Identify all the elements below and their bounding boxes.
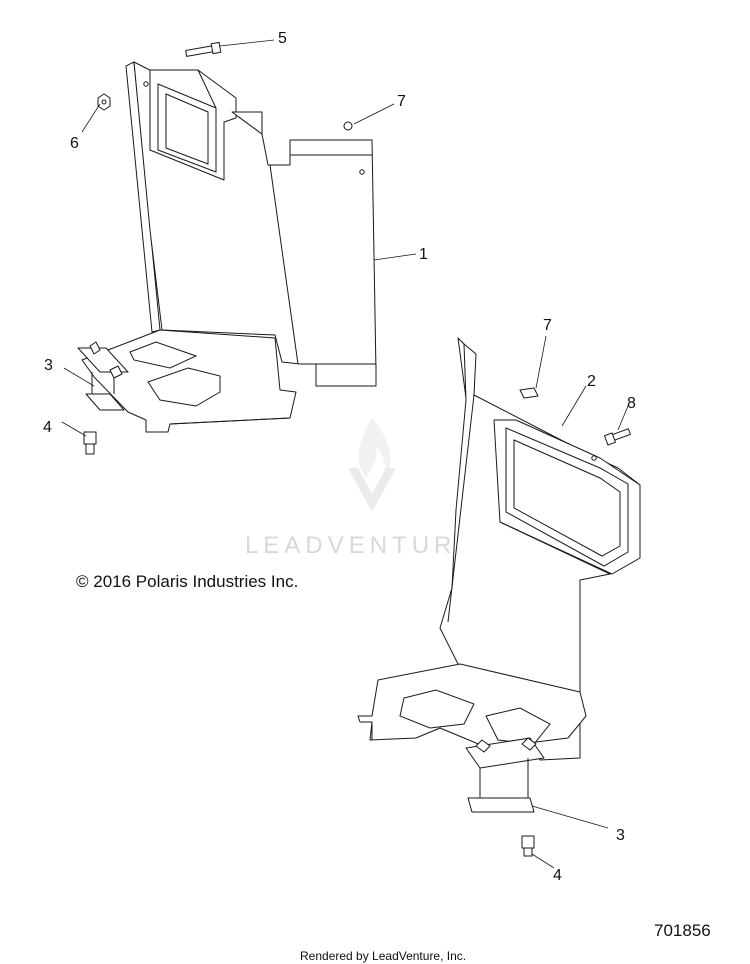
part-6-nut — [97, 93, 111, 111]
part-4-bolt-upper — [83, 341, 123, 455]
part-5-bolt — [185, 41, 222, 57]
flame-v-logo-icon — [348, 418, 396, 512]
watermark-text: LEADVENTURE — [245, 532, 477, 559]
footer-text: Rendered by LeadVenture, Inc. — [300, 949, 466, 963]
part-7-clip-lower — [519, 387, 539, 399]
callout-7-lower: 7 — [543, 317, 552, 334]
copyright-text: © 2016 Polaris Industries Inc. — [76, 572, 298, 591]
part-3-bracket-lower — [465, 737, 545, 813]
part-1-shield — [81, 61, 377, 433]
leader-lines — [61, 39, 629, 869]
callout-2: 2 — [587, 373, 596, 390]
callout-7-upper: 7 — [397, 93, 406, 110]
part-2-shield — [357, 337, 641, 761]
callout-4-upper: 4 — [43, 419, 52, 436]
part-8-screw — [604, 428, 631, 446]
callout-6: 6 — [70, 135, 79, 152]
callout-4-lower: 4 — [553, 867, 562, 884]
callout-1: 1 — [419, 246, 428, 263]
diagram-number: 701856 — [654, 921, 711, 940]
part-7-clip-upper — [343, 121, 353, 131]
callout-3-lower: 3 — [616, 827, 625, 844]
part-4-bolt-lower — [521, 835, 535, 857]
callout-8: 8 — [627, 395, 636, 412]
callout-5: 5 — [278, 30, 287, 47]
callout-3-upper: 3 — [44, 357, 53, 374]
